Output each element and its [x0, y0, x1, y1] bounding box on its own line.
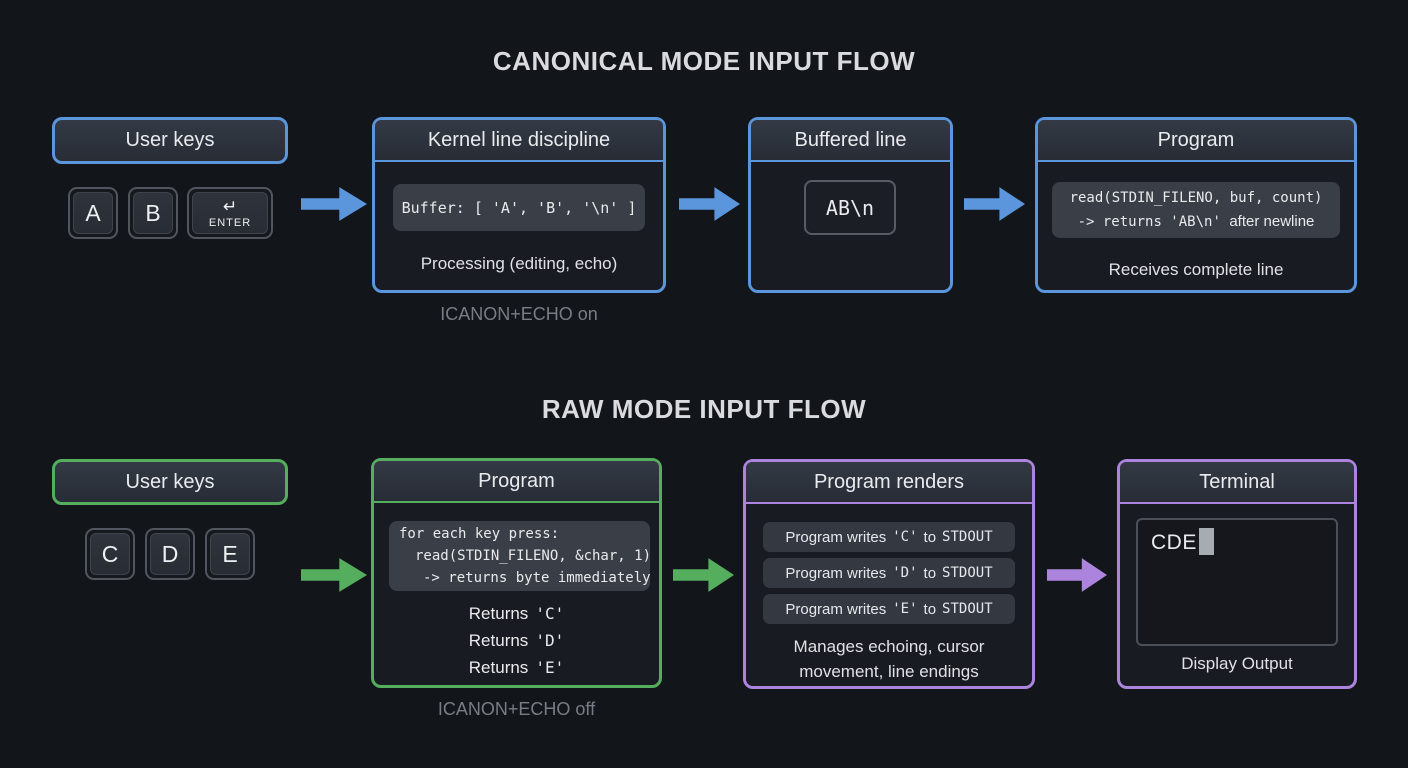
- key-d: D: [145, 528, 195, 580]
- key-b-cap: B: [133, 192, 173, 234]
- raw-read-code-line2: read(STDIN_FILENO, &char, 1): [415, 548, 652, 564]
- terminal-box: Terminal CDE Display Output: [1117, 459, 1357, 689]
- raw-read-code-line3: -> returns byte immediately: [423, 570, 651, 586]
- key-d-cap: D: [150, 533, 190, 575]
- terminal-title: Terminal: [1199, 470, 1275, 493]
- writes-c-char: 'C': [892, 529, 918, 545]
- returns-d-text: Returns: [468, 630, 529, 650]
- program-renders-header: Program renders: [746, 462, 1032, 504]
- writes-d-post: STDOUT: [942, 565, 993, 581]
- key-b: B: [128, 187, 178, 239]
- kernel-box-header: Kernel line discipline: [375, 120, 663, 162]
- buffered-box-header: Buffered line: [751, 120, 950, 162]
- terminal-header: Terminal: [1120, 462, 1354, 504]
- writes-d-pre: Program writes: [785, 564, 887, 582]
- returns-row: Returns 'E': [374, 654, 659, 681]
- key-enter: ↵ ENTER: [187, 187, 273, 239]
- returns-row: Returns 'C': [374, 600, 659, 627]
- writes-e-pre: Program writes: [785, 600, 887, 618]
- arrow-kernel-to-buffer-icon: [679, 187, 740, 221]
- arrow-rawprogram-to-renders-icon: [673, 558, 734, 592]
- raw-read-code-chip: for each key press: read(STDIN_FILENO, &…: [389, 521, 652, 591]
- raw-user-keys-box: User keys: [52, 459, 288, 505]
- buffered-box-title: Buffered line: [794, 128, 907, 151]
- canonical-read-code-line2: -> returns 'AB\n' after newline: [1078, 210, 1315, 234]
- key-a-label: A: [85, 199, 101, 226]
- renders-note: Manages echoing, cursor movement, line e…: [746, 634, 1032, 684]
- canonical-program-box: Program read(STDIN_FILENO, buf, count) -…: [1035, 117, 1357, 293]
- key-c-cap: C: [90, 533, 130, 575]
- buffered-value-box: AB\n: [804, 180, 896, 235]
- writes-pill: Program writes 'E' to STDOUT: [763, 594, 1015, 624]
- kernel-buffer-code: Buffer: [ 'A', 'B', '\n' ]: [401, 198, 637, 217]
- canonical-program-title: Program: [1157, 128, 1235, 151]
- kernel-processing-note: Processing (editing, echo): [420, 254, 618, 273]
- key-c-label: C: [101, 540, 119, 567]
- key-a-cap: A: [73, 192, 113, 234]
- kernel-box-title: Kernel line discipline: [427, 128, 611, 151]
- canonical-read-code-chip: read(STDIN_FILENO, buf, count) -> return…: [1052, 182, 1340, 238]
- buffered-line-box: Buffered line AB\n: [748, 117, 953, 293]
- canonical-user-keys-box: User keys: [52, 117, 288, 164]
- canonical-read-code-line1: read(STDIN_FILENO, buf, count): [1069, 189, 1323, 206]
- writes-c-post: STDOUT: [942, 529, 993, 545]
- returns-c-char: 'C': [535, 604, 565, 623]
- raw-termios-caption: ICANON+ECHO off: [437, 699, 596, 719]
- raw-section-title: RAW MODE INPUT FLOW: [541, 394, 867, 424]
- arrow-keys-to-rawprogram-icon: [301, 558, 367, 592]
- kernel-line-discipline-box: Kernel line discipline Buffer: [ 'A', 'B…: [372, 117, 666, 293]
- writes-e-char: 'E': [892, 601, 918, 617]
- key-e-cap: E: [210, 533, 250, 575]
- renders-note-line1: Manages echoing, cursor: [793, 637, 985, 656]
- returns-d-char: 'D': [535, 631, 565, 650]
- arrow-renders-to-terminal-icon: [1047, 558, 1107, 592]
- returns-e-char: 'E': [535, 658, 565, 677]
- canonical-program-header: Program: [1038, 120, 1354, 162]
- writes-c-pre: Program writes: [785, 528, 887, 546]
- writes-e-post: STDOUT: [942, 601, 993, 617]
- enter-return-icon: ↵: [222, 196, 238, 216]
- returns-e-text: Returns: [468, 657, 529, 677]
- program-renders-title: Program renders: [813, 470, 965, 493]
- key-a: A: [68, 187, 118, 239]
- canonical-section-title: CANONICAL MODE INPUT FLOW: [492, 46, 916, 76]
- writes-c-mid: to: [923, 528, 937, 546]
- raw-user-keys-title: User keys: [125, 470, 215, 493]
- writes-d-mid: to: [923, 564, 937, 582]
- key-e-label: E: [222, 540, 238, 567]
- key-d-label: D: [161, 540, 179, 567]
- terminal-cursor: [1198, 527, 1214, 555]
- raw-program-header: Program: [374, 461, 659, 503]
- renders-note-line2: movement, line endings: [799, 662, 979, 681]
- key-c: C: [85, 528, 135, 580]
- kernel-buffer-code-chip: Buffer: [ 'A', 'B', '\n' ]: [393, 184, 645, 231]
- writes-pill: Program writes 'D' to STDOUT: [763, 558, 1015, 588]
- canonical-program-note: Receives complete line: [1108, 260, 1284, 279]
- arrow-keys-to-kernel-icon: [301, 187, 367, 221]
- returns-row: Returns 'D': [374, 627, 659, 654]
- writes-e-mid: to: [923, 600, 937, 618]
- key-enter-cap: ↵ ENTER: [192, 192, 268, 234]
- writes-pill: Program writes 'C' to STDOUT: [763, 522, 1015, 552]
- key-enter-label: ENTER: [208, 216, 252, 229]
- writes-d-char: 'D': [892, 565, 918, 581]
- key-e: E: [205, 528, 255, 580]
- key-b-label: B: [145, 199, 161, 226]
- raw-program-box: Program for each key press: read(STDIN_F…: [371, 458, 662, 688]
- raw-program-title: Program: [478, 469, 555, 492]
- arrow-buffer-to-program-icon: [964, 187, 1025, 221]
- program-renders-box: Program renders Program writes 'C' to ST…: [743, 459, 1035, 689]
- canonical-termios-caption: ICANON+ECHO on: [440, 304, 598, 324]
- returns-c-text: Returns: [468, 603, 529, 623]
- canonical-user-keys-title: User keys: [125, 129, 215, 151]
- terminal-screen: CDE: [1136, 518, 1338, 646]
- terminal-note: Display Output: [1181, 654, 1293, 673]
- canonical-read-code-line2-plain: after newline: [1229, 212, 1315, 230]
- canonical-read-code-line2-mono: -> returns 'AB\n': [1077, 213, 1221, 230]
- raw-read-code-line1: for each key press:: [399, 526, 560, 542]
- buffered-value: AB\n: [825, 195, 875, 220]
- terminal-screen-text: CDE: [1151, 531, 1197, 554]
